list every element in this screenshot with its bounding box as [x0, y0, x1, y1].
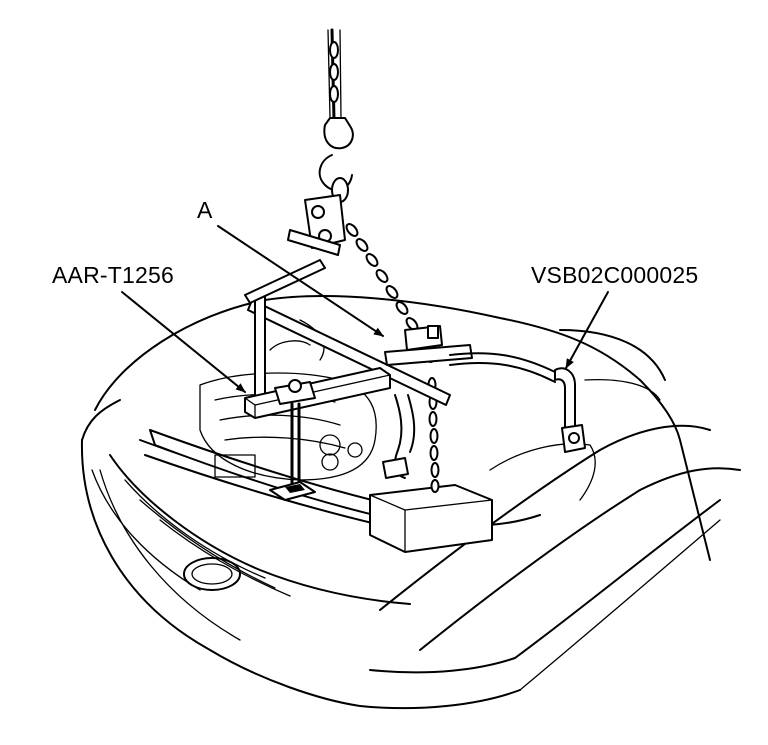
- leader-line-code: [565, 291, 609, 369]
- label-figure-code: VSB02C000025: [531, 262, 699, 288]
- hoist-chain: [287, 28, 440, 493]
- bracket-hose: [449, 352, 586, 453]
- leader-line-a: [217, 225, 384, 337]
- leader-line-tool: [121, 291, 246, 393]
- engine-block: [199, 319, 493, 553]
- label-part-a: A: [197, 197, 213, 223]
- leader-lines: [121, 225, 609, 393]
- label-tool-number: AAR-T1256: [52, 262, 174, 288]
- engine-support-hanger: [244, 259, 473, 501]
